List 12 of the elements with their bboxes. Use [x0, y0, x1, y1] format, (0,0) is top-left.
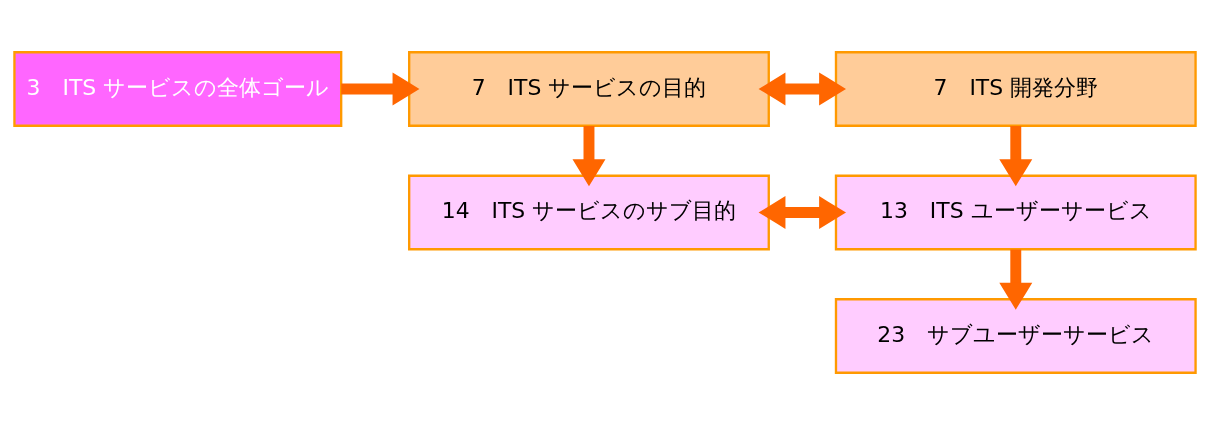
- arrow: [999, 249, 1033, 310]
- node-box: 14 ITS サービスのサブ目的: [408, 174, 770, 251]
- arrow: [341, 72, 420, 106]
- node-box: 7 ITS サービスの目的: [408, 51, 770, 127]
- node-box: 7 ITS 開発分野: [834, 51, 1197, 127]
- node-box: 13 ITS ユーザーサービス: [834, 174, 1197, 251]
- arrow: [999, 126, 1033, 187]
- arrow: [758, 72, 846, 106]
- arrow: [572, 126, 606, 187]
- node-box: 23 サブユーザーサービス: [834, 298, 1197, 374]
- node-box: 3 ITS サービスの全体ゴール: [13, 51, 343, 127]
- arrow: [758, 196, 846, 229]
